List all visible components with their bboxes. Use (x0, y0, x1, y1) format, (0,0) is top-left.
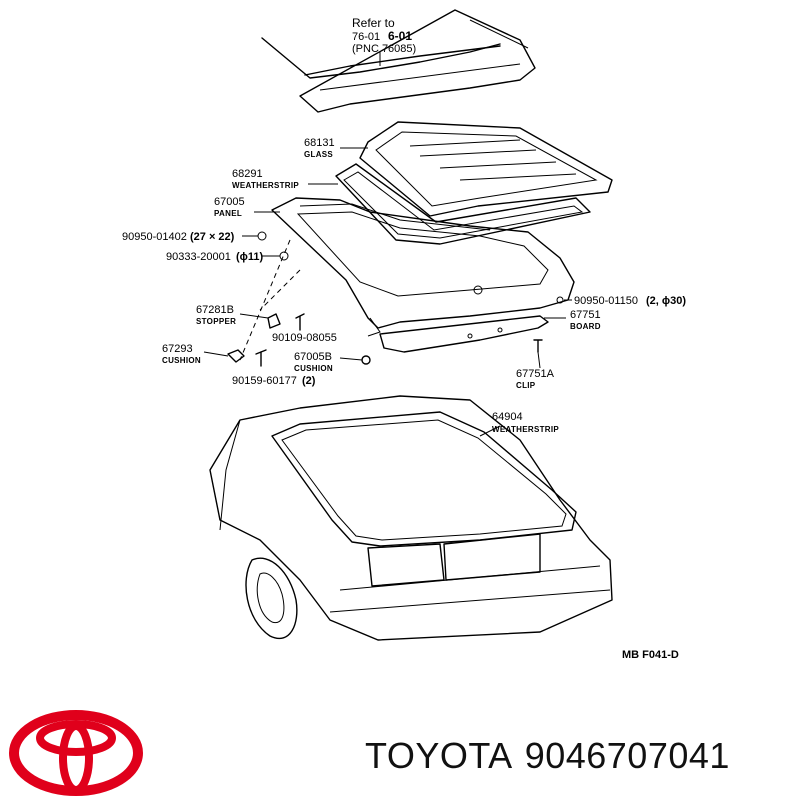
fasteners (227, 231, 564, 367)
brand-name: TOYOTA (365, 735, 513, 776)
part-90950-01402-spec: (27 × 22) (190, 231, 235, 243)
part-90950-01402-number: 90950-01402 (122, 231, 187, 243)
refer-to-label: Refer to (352, 16, 395, 30)
part-67751-name: BOARD (570, 322, 601, 331)
part-67293-name: CUSHION (162, 356, 201, 365)
ref-code-b: 6-01 (388, 29, 412, 43)
stopper-icon (267, 313, 281, 329)
part-67281B-name: STOPPER (196, 317, 236, 326)
part-68131-name: GLASS (304, 150, 333, 159)
dashed-guides (239, 239, 301, 361)
part-67751A-name: CLIP (516, 381, 536, 390)
part-64904-number: 64904 (492, 411, 523, 423)
part-footer: TOYOTA 9046707041 (365, 735, 742, 777)
car-body-drawing (209, 395, 613, 641)
figure-code: MB F041-D (622, 649, 679, 661)
toyota-logo (9, 710, 143, 796)
part-67751A-number: 67751A (516, 368, 555, 380)
part-90109-08055-number: 90109-08055 (272, 332, 337, 344)
part-labels: 68131 GLASS 68291 WEATHERSTRIP 67005 PAN… (122, 137, 686, 661)
glass-drawing (359, 121, 613, 217)
leader-lines (203, 147, 572, 437)
roof-spoiler-drawing (261, 9, 536, 113)
part-number: 9046707041 (524, 735, 730, 776)
part-68131-number: 68131 (304, 137, 335, 149)
part-90333-20001-spec: (ϕ11) (236, 251, 264, 263)
plug-icon-2 (556, 296, 564, 304)
clip-icon (533, 339, 543, 353)
part-68291-number: 68291 (232, 168, 263, 180)
screw-icon (295, 313, 305, 331)
part-68291-name: WEATHERSTRIP (232, 181, 299, 190)
part-64904-name: WEATHERSTRIP (492, 425, 559, 434)
cushion-icon (227, 349, 245, 363)
board-drawing (379, 315, 549, 353)
ref-code-a: 76-01 (352, 31, 380, 43)
ref-pnc: (PNC 76085) (352, 43, 416, 55)
part-67005-name: PANEL (214, 209, 242, 218)
part-67005B-number: 67005B (294, 351, 332, 363)
back-door-panel-drawing (271, 197, 575, 337)
grommet-icon (257, 231, 267, 241)
part-67005-number: 67005 (214, 196, 245, 208)
part-90950-01150-number: 90950-01150 (574, 295, 638, 307)
part-67751-number: 67751 (570, 309, 601, 321)
part-90333-20001-number: 90333-20001 (166, 251, 231, 263)
cushion-b-icon (361, 355, 371, 365)
part-90159-60177-number: 90159-60177 (232, 375, 297, 387)
part-67293-number: 67293 (162, 343, 193, 355)
part-90950-01150-spec: (2, ϕ30) (646, 295, 686, 307)
plug-icon (279, 251, 289, 261)
part-67005B-name: CUSHION (294, 364, 333, 373)
part-90159-60177-spec: (2) (302, 375, 316, 387)
screw-icon-2 (255, 349, 267, 367)
glass-weatherstrip-drawing (335, 163, 591, 245)
part-67281B-number: 67281B (196, 304, 234, 316)
